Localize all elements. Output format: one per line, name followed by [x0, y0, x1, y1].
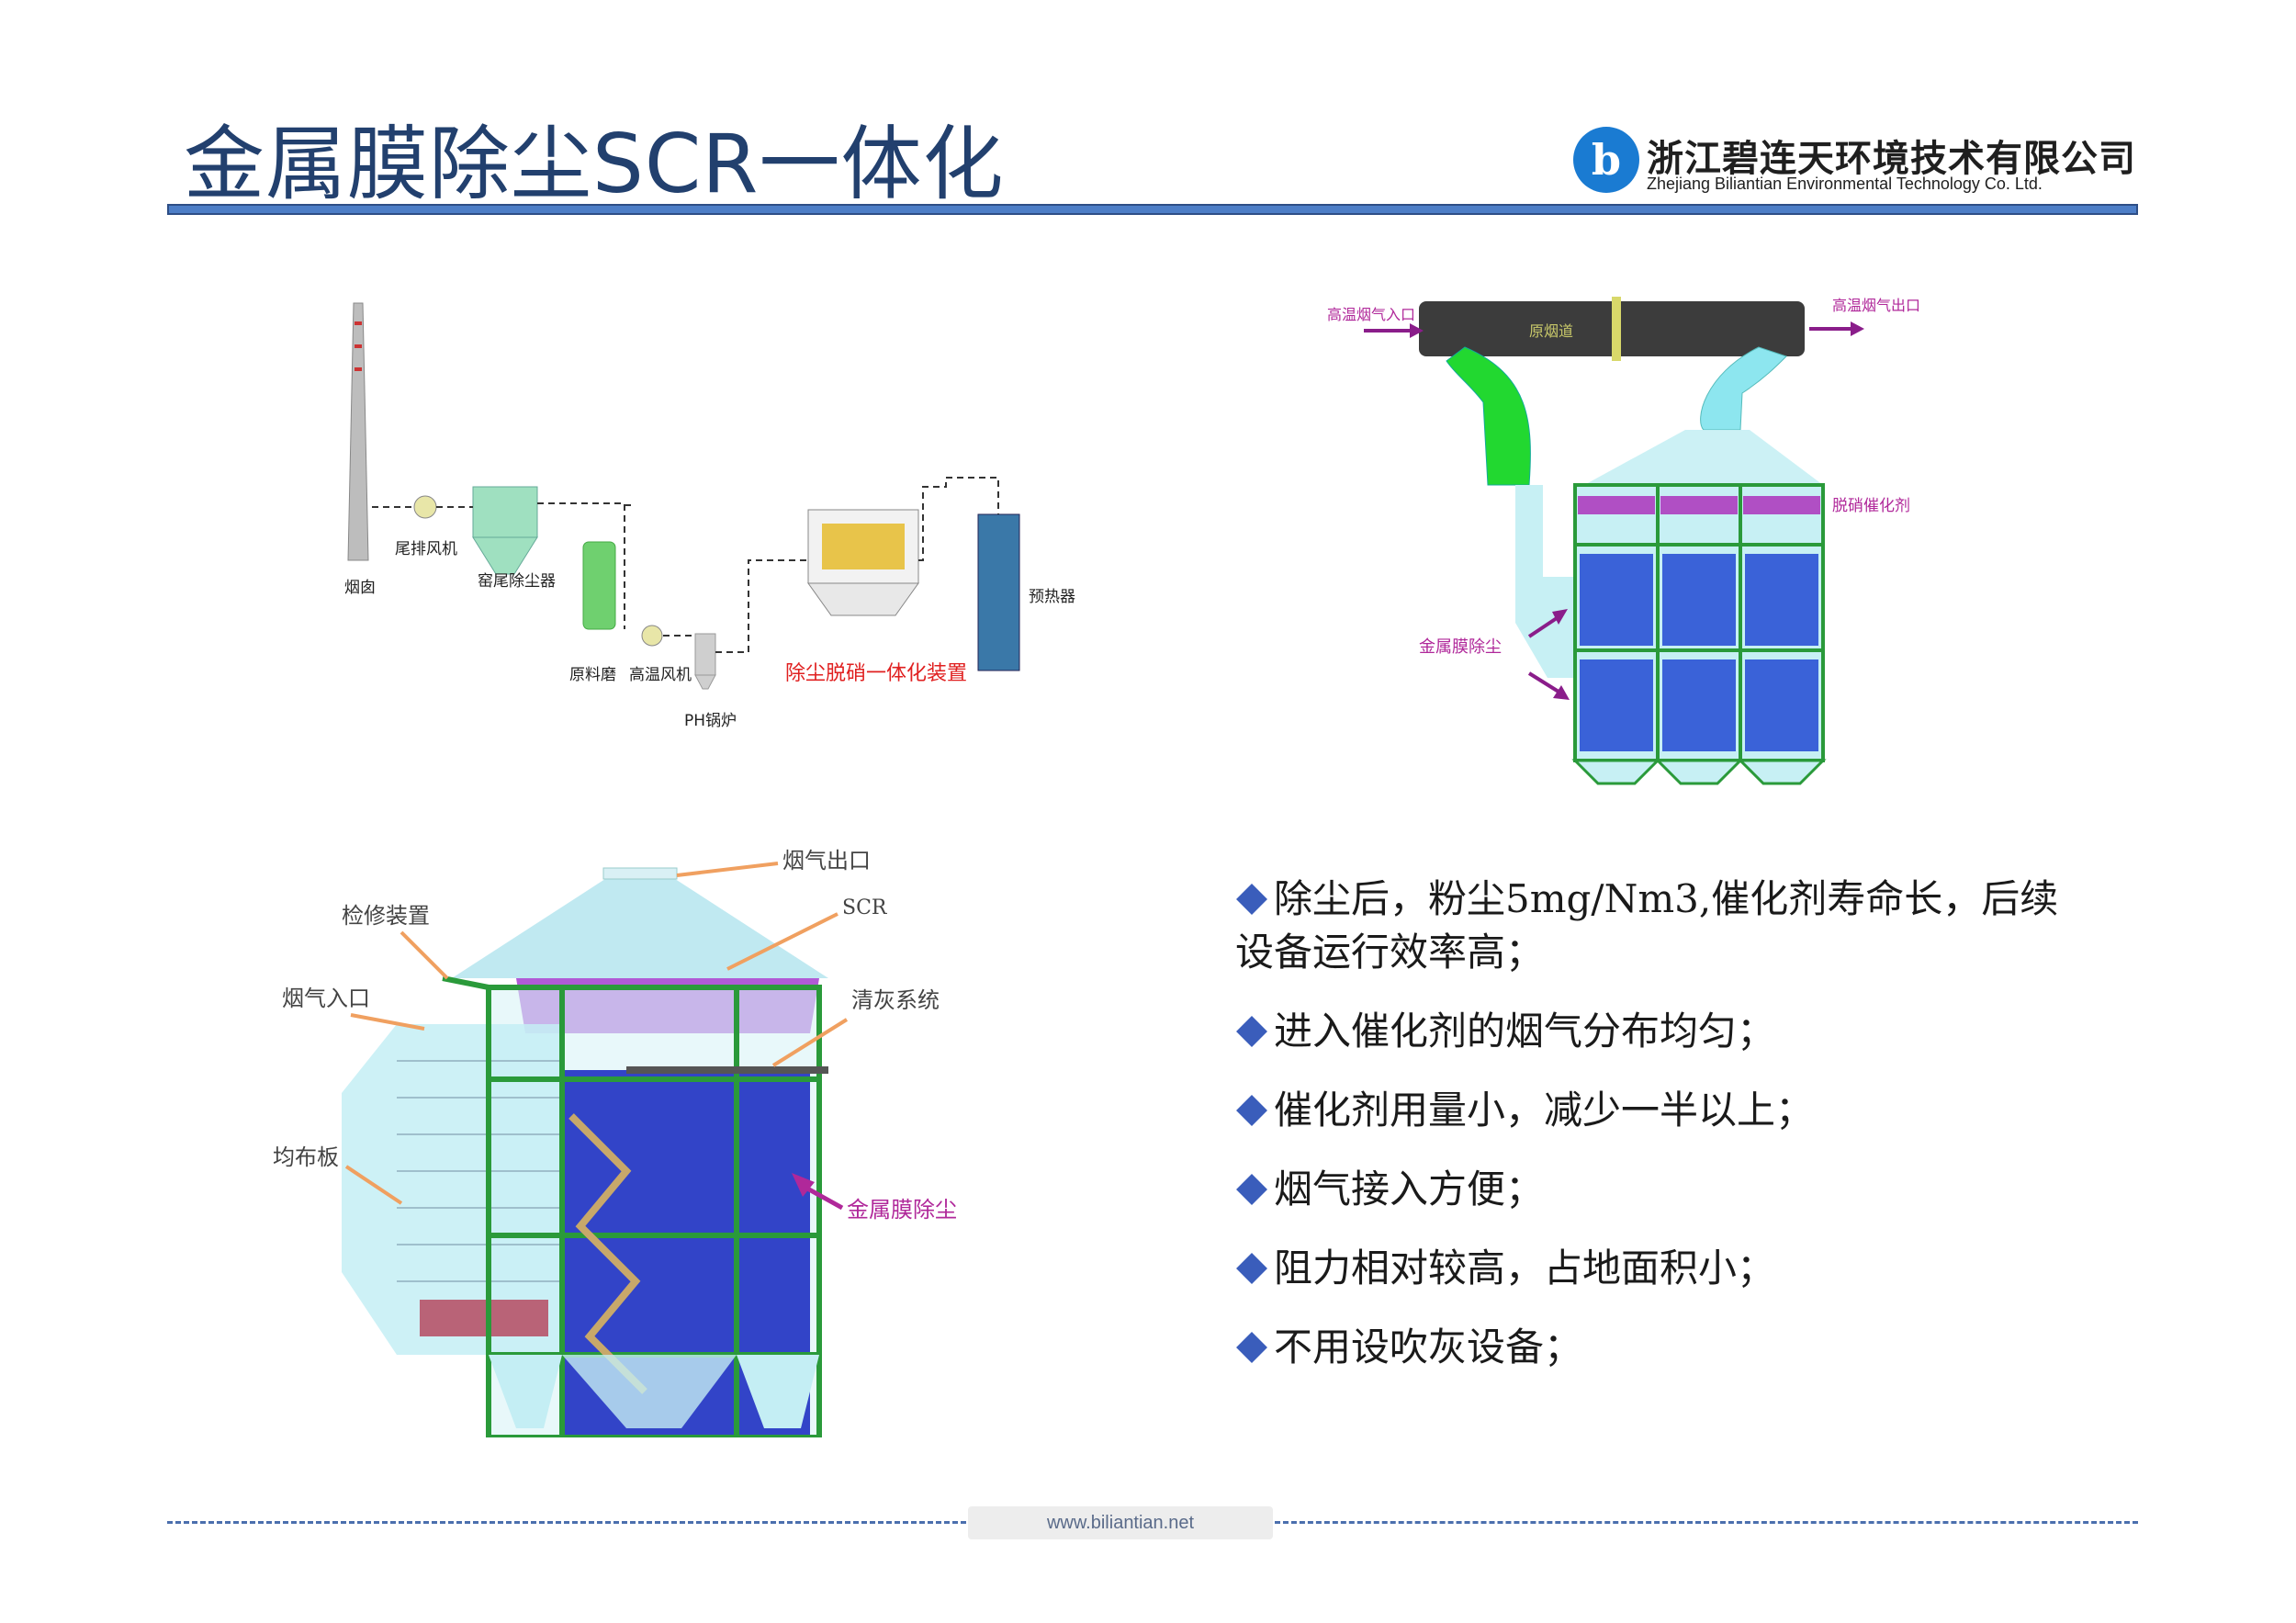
- diamond-bullet-icon: [1236, 1095, 1267, 1126]
- label-scr: SCR: [842, 896, 888, 919]
- label-maintenance: 检修装置: [342, 903, 430, 929]
- preheater-shape: [977, 513, 1020, 671]
- label-high-temp-fan: 高温风机: [629, 666, 692, 684]
- feature-bullet-list: 除尘后，粉尘5mg/Nm3,催化剂寿命长，后续设备运行效率高； 进入催化剂的烟气…: [1235, 873, 2089, 1400]
- footer-divider-left: [167, 1521, 966, 1524]
- footer-url: www.biliantian.net: [968, 1506, 1273, 1539]
- label-ash-cleaning: 清灰系统: [851, 987, 940, 1013]
- bullet-item: 阻力相对较高，占地面积小；: [1235, 1242, 2089, 1295]
- label-ph-boiler: PH锅炉: [684, 712, 737, 730]
- bullet-item: 除尘后，粉尘5mg/Nm3,催化剂寿命长，后续设备运行效率高；: [1235, 876, 2059, 975]
- footer-divider-right: [1275, 1521, 2138, 1524]
- diamond-bullet-icon: [1236, 884, 1267, 915]
- label-membrane-3d: 金属膜除尘: [847, 1197, 957, 1223]
- label-preheater: 预热器: [1029, 588, 1075, 606]
- diamond-bullet-icon: [1236, 1253, 1267, 1284]
- label-integrated-unit: 除尘脱硝一体化装置: [785, 662, 967, 685]
- page-title: 金属膜除尘SCR一体化: [184, 117, 1005, 211]
- label-inlet-3d: 烟气入口: [282, 986, 370, 1011]
- label-outlet-3d: 烟气出口: [782, 848, 871, 873]
- label-distribution-plate: 均布板: [273, 1144, 339, 1170]
- label-outlet: 高温烟气出口: [1832, 297, 1920, 314]
- logo-icon: b: [1573, 127, 1639, 193]
- company-name-en: Zhejiang Biliantian Environmental Techno…: [1647, 175, 2043, 193]
- bullet-item: 进入催化剂的烟气分布均匀；: [1235, 1005, 2089, 1058]
- label-tail-fan: 尾排风机: [395, 540, 457, 558]
- outlet-arrow-icon: [1851, 321, 1864, 336]
- kiln-dust-collector-shape: [472, 486, 538, 538]
- bullet-item: 催化剂用量小，减少一半以上；: [1235, 1084, 2089, 1137]
- duct-schematic-diagram: 原烟道 高温烟气入口 高温烟气出口 脱硝催化剂: [1309, 292, 1952, 788]
- integrated-device-3d-diagram: 烟气出口 检修装置 SCR 烟气入口 清灰系统 均布板 金属膜除尘: [241, 840, 980, 1437]
- label-membrane: 金属膜除尘: [1419, 637, 1502, 657]
- process-flow-diagram: 烟囱 尾排风机 窑尾除尘器 原料磨 高温风机 PH锅炉 除尘脱硝一体化装置 预热…: [317, 294, 1088, 753]
- membrane-arrow-3d-icon: [792, 1173, 815, 1197]
- company-name-cn: 浙江碧连天环境技术有限公司: [1647, 138, 2136, 180]
- label-inlet: 高温烟气入口: [1327, 306, 1415, 323]
- company-logo: b 浙江碧连天环境技术有限公司 Zhejiang Biliantian Envi…: [1573, 127, 2143, 200]
- inlet-arrow-icon: [1410, 323, 1424, 338]
- membrane-arrow-icon: [1552, 609, 1568, 625]
- diamond-bullet-icon: [1236, 1174, 1267, 1205]
- diamond-bullet-icon: [1236, 1016, 1267, 1047]
- label-chimney: 烟囱: [344, 579, 376, 597]
- bullet-item: 不用设吹灰设备；: [1235, 1321, 2089, 1374]
- diamond-bullet-icon: [1236, 1332, 1267, 1363]
- header-divider: [167, 204, 2138, 215]
- bullet-item: 烟气接入方便；: [1235, 1163, 2089, 1216]
- label-duct: 原烟道: [1529, 322, 1573, 340]
- label-raw-mill: 原料磨: [569, 666, 616, 684]
- label-kiln-dust: 窑尾除尘器: [478, 572, 556, 591]
- label-catalyst: 脱硝催化剂: [1832, 497, 1910, 515]
- chimney-shape: [347, 302, 369, 561]
